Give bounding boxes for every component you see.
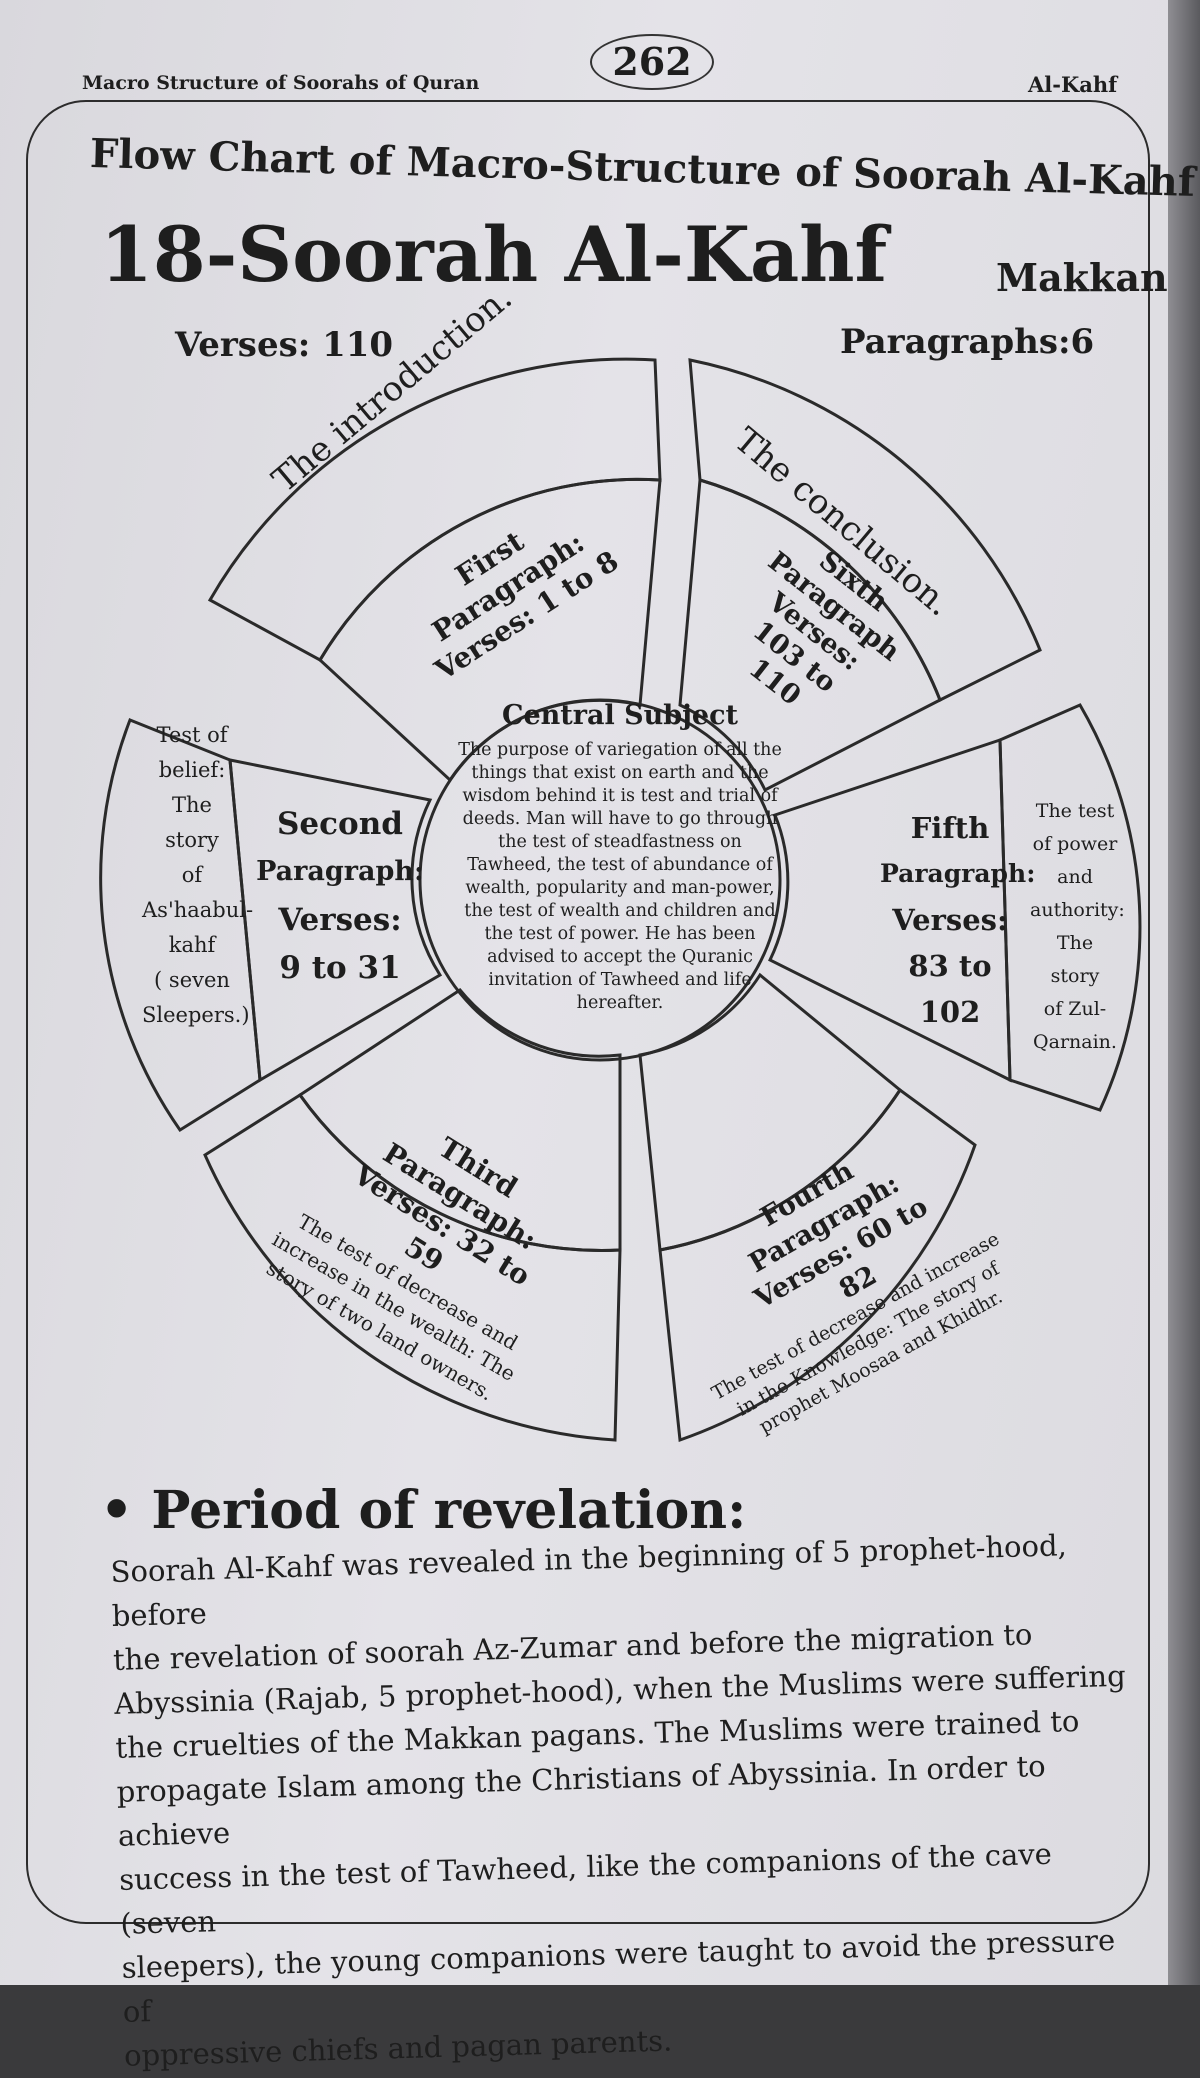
soorah-title: 18-Soorah Al-Kahf: [100, 210, 888, 299]
p5-outer-line: Qarnain.: [1033, 1031, 1117, 1053]
origin-label: Makkan: [996, 255, 1168, 300]
p5-outer-line: authority:: [1030, 899, 1125, 921]
p5-name: Fifth: [910, 811, 990, 845]
second-paragraph-outer: Test of belief: The story of As'haabul- …: [142, 718, 254, 1033]
running-header-title: Macro Structure of Soorahs of Quran: [82, 72, 480, 94]
revelation-heading: • Period of revelation:: [100, 1480, 746, 1541]
p5-para: Paragraph:: [880, 859, 1036, 888]
page-edge: [1168, 0, 1200, 1985]
p5-verses: Verses:: [892, 903, 1008, 937]
p2-name: Second: [277, 806, 403, 842]
paragraphs-count: Paragraphs:6: [840, 322, 1095, 362]
content-frame: [26, 100, 1150, 1924]
p2-outer-line: As'haabul-: [142, 898, 254, 922]
p2-outer-line: kahf: [168, 933, 216, 957]
p5-outer-line: The story: [1050, 932, 1100, 987]
fifth-paragraph-outer: The test of power and authority: The sto…: [1030, 795, 1125, 1059]
p5-outer-line: of power: [1032, 833, 1118, 855]
p5-outer-line: The test: [1035, 800, 1115, 822]
bullet-icon: •: [100, 1480, 134, 1541]
flow-chart-diagram: [99, 357, 1142, 1443]
p5-range: 83 to 102: [908, 949, 992, 1029]
fifth-paragraph-segment: Fifth Paragraph: Verses: 83 to 102: [880, 805, 1036, 1035]
book-page: [0, 0, 1168, 1985]
revelation-paragraph: Soorah Al-Kahf was revealed in the begin…: [110, 1522, 1144, 2078]
central-subject-title: Central Subject: [501, 700, 738, 731]
second-paragraph-segment: Second Paragraph: Verses: 9 to 31: [255, 800, 425, 992]
central-subject: Central Subject The purpose of variegati…: [455, 700, 785, 1015]
p2-outer-line: ( seven: [154, 968, 230, 992]
running-header-section: Al-Kahf: [1028, 72, 1118, 97]
p5-outer-line: and: [1057, 866, 1093, 888]
p2-para: Paragraph:: [256, 856, 424, 887]
revelation-heading-text: Period of revelation:: [151, 1480, 747, 1541]
p2-outer-line: Sleepers.): [142, 1003, 250, 1027]
p2-outer-line: The story: [165, 793, 219, 852]
p2-outer-line: of: [181, 863, 203, 887]
p2-outer-line: Test of: [156, 723, 228, 747]
p2-verses: Verses:: [278, 902, 402, 938]
central-subject-text: The purpose of variegation of all the th…: [458, 740, 782, 1013]
p5-outer-line: of Zul-: [1043, 998, 1107, 1020]
page-number: 262: [590, 34, 714, 90]
verses-count: Verses: 110: [175, 325, 394, 365]
p2-range: 9 to 31: [279, 950, 401, 986]
p2-outer-line: belief:: [158, 758, 226, 782]
